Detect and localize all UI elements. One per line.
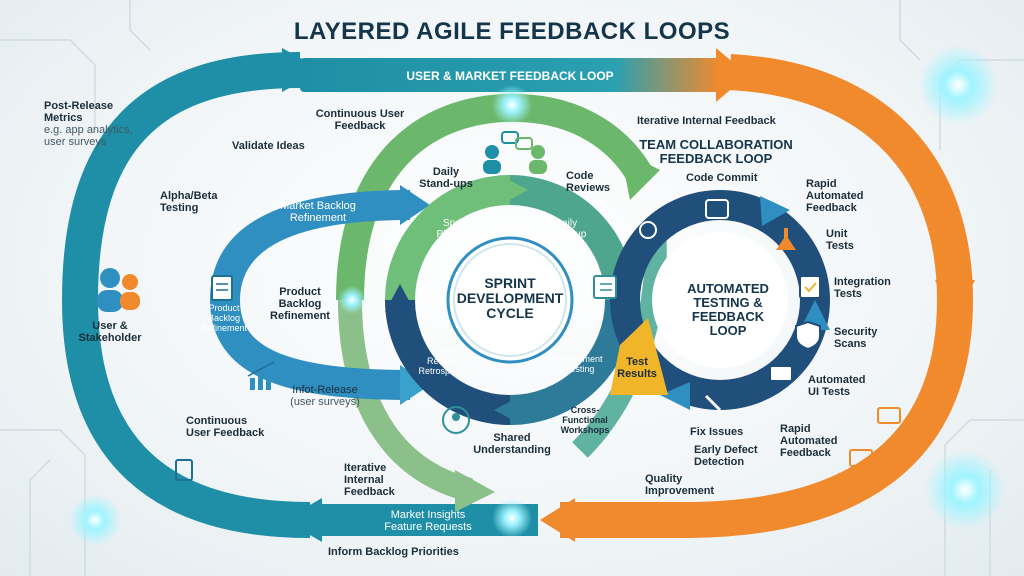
development-testing: Development& Testing [549, 354, 603, 374]
test-results-wedge [610, 318, 668, 395]
wrench-icon [704, 394, 722, 412]
info-release-label: Infot-Release(user surveys) [290, 384, 360, 408]
shield-icon [795, 320, 821, 351]
monitor-icon [769, 365, 793, 382]
orange-arrow-bottom [540, 498, 575, 542]
user-stakeholder-label: User &Stakeholder [78, 320, 142, 344]
code-commit: Code Commit [686, 172, 758, 184]
outer-teal-arrow-bottom [284, 498, 322, 542]
iterative-internal-feedback-top: Iterative Internal Feedback [637, 115, 776, 127]
automated-ring [610, 190, 830, 410]
team-green-arc-down [338, 299, 474, 502]
orange-arrow-right [935, 280, 975, 320]
briefcase-icon [849, 449, 873, 467]
flask-icon [776, 228, 796, 250]
diagram-title: LAYERED AGILE FEEDBACK LOOPS [293, 18, 731, 45]
fix-issues: Fix Issues [690, 426, 744, 438]
top-banner-arrow [716, 48, 748, 102]
test-list-icon [799, 275, 821, 299]
laptop-icon [877, 407, 901, 424]
post-release-metrics: Post-Release Metrics e.g. app analytics,… [44, 100, 133, 148]
top-banner-bar [300, 58, 720, 92]
refresh-icon [639, 221, 657, 239]
chat-people-icon [483, 131, 547, 174]
team-circle-icon [442, 406, 470, 434]
code-icon [705, 199, 729, 219]
validate-ideas: Validate Ideas [232, 140, 305, 152]
checklist-icon [593, 275, 617, 299]
clipboard-icon [211, 275, 233, 301]
chart-bars-icon [247, 361, 275, 390]
document-icon [175, 459, 193, 481]
stakeholder-people-icon [78, 268, 140, 312]
inform-backlog-priorities: Inform Backlog Priorities [328, 546, 459, 558]
user-market-banner-label: USER & MARKET FEEDBACK LOOP [406, 69, 614, 83]
